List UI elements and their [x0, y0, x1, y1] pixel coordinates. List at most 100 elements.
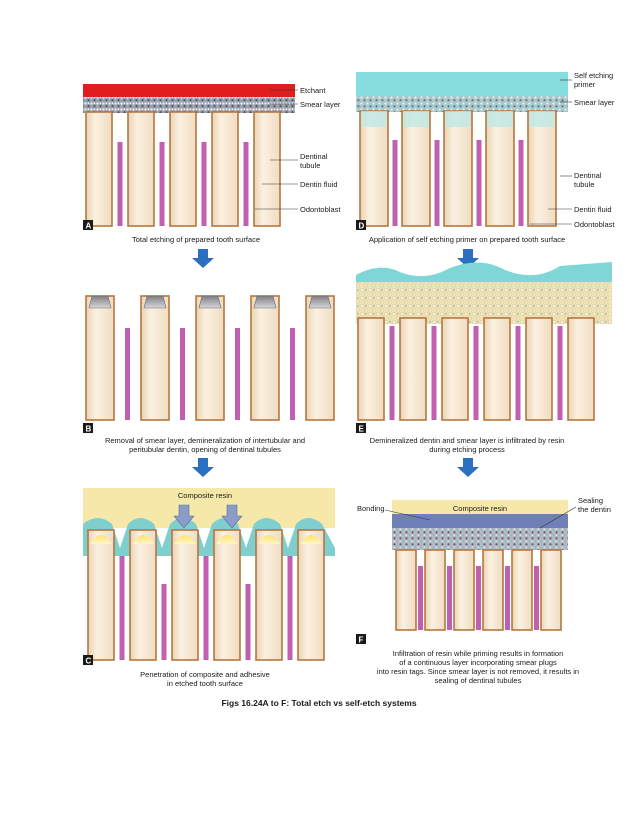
panel-tag-text: E	[359, 425, 365, 434]
dentin-rod	[297, 529, 325, 661]
resin-tag	[258, 535, 280, 544]
panel-tag-text: F	[359, 636, 364, 645]
panel-b: B Removal of smear layer, demineralizati…	[83, 295, 335, 454]
panel-tag	[83, 655, 93, 665]
panel-caption-2: of a continuous layer incorporating smea…	[399, 658, 557, 667]
primer-zone	[445, 111, 471, 127]
dentin-fluid	[287, 556, 293, 660]
dentin-rod	[485, 110, 515, 227]
primer-zone	[403, 111, 429, 127]
dentin-rod	[525, 317, 553, 421]
dentin-fluid	[434, 140, 440, 226]
panel-f: Bonding Composite resin Sealing the dent…	[356, 496, 611, 685]
panel-caption: Removal of smear layer, demineralization…	[105, 436, 305, 445]
panel-tag	[356, 220, 366, 230]
down-arrow-icon	[192, 458, 214, 477]
penetration-arrow-icon	[221, 504, 243, 529]
dentin-fluid	[447, 566, 452, 630]
dentin-fluid	[245, 584, 251, 660]
panel-tag	[356, 423, 366, 433]
dentin-rods	[87, 529, 325, 661]
dentin-fluid	[243, 142, 249, 226]
dentin-rod	[87, 529, 115, 661]
dentin-rod	[169, 111, 197, 227]
figure-caption: Figs 16.24A to F: Total etch vs self-etc…	[221, 698, 416, 708]
panel-caption: Total etching of prepared tooth surface	[132, 235, 260, 244]
dentin-fluid	[476, 566, 481, 630]
composite-resin-layer	[392, 500, 568, 514]
composite-resin-label: Composite resin	[178, 491, 232, 500]
smear-plug	[308, 295, 332, 309]
dentin-fluid-label: Dentin fluid	[300, 180, 338, 189]
sealing-label: Sealing	[578, 496, 603, 505]
dentin-rods	[357, 317, 595, 421]
penetration-arrow-icon	[173, 504, 195, 529]
odontoblast-label: Odontoblast	[300, 205, 341, 214]
dentin-rod	[401, 110, 431, 227]
panel-tag	[83, 423, 93, 433]
dentin-rod	[250, 295, 280, 421]
panel-caption-2: during etching process	[429, 445, 505, 454]
dentin-fluid	[389, 326, 395, 420]
odontoblast-label: Odontoblast	[574, 220, 615, 229]
panel-caption: Infiltration of resin while priming resu…	[393, 649, 564, 658]
smear-layer-label: Smear layer	[300, 100, 341, 109]
dentin-rod	[85, 111, 113, 227]
self-etching-primer-label: Self etching	[574, 71, 613, 80]
tubule-opening	[243, 134, 249, 142]
smear-plug	[198, 295, 222, 309]
smear-layer	[83, 97, 295, 113]
panel-tag	[356, 634, 366, 644]
smear-plug	[253, 295, 277, 309]
panel-caption-2: peritubular dentin, opening of dentinal …	[129, 445, 281, 454]
dentin-fluid	[392, 140, 398, 226]
panel-e: E Demineralized dentin and smear layer i…	[356, 262, 612, 454]
dentinal-tubule-label-2: tubule	[300, 161, 320, 170]
dentin-rod	[213, 529, 241, 661]
smear-plug	[143, 295, 167, 309]
dentin-rod	[129, 529, 157, 661]
dentin-fluid	[518, 140, 524, 226]
panel-caption-4: sealing of dentinal tubules	[435, 676, 522, 685]
panel-caption: Application of self etching primer on pr…	[369, 235, 565, 244]
dentin-fluid-label: Dentin fluid	[574, 205, 612, 214]
dentin-fluid	[161, 584, 167, 660]
dentin-rod	[171, 529, 199, 661]
resin-tag	[300, 535, 322, 544]
dentin-rod	[211, 111, 239, 227]
panel-c: Composite resin C Penetration of composi…	[83, 488, 335, 688]
dentin-rod	[441, 317, 469, 421]
dentin-rods	[359, 110, 557, 227]
tubule-opening	[117, 134, 123, 142]
dentin-fluid	[534, 566, 539, 630]
dentin-rods	[85, 295, 335, 421]
dentin-fluid	[418, 566, 423, 630]
dentin-fluid	[203, 556, 209, 660]
dentin-rod	[305, 295, 335, 421]
down-arrow-icon	[457, 458, 479, 477]
primer-zone	[361, 111, 387, 127]
primer-zone	[487, 111, 513, 127]
dentin-rod	[443, 110, 473, 227]
dentin-fluid	[125, 328, 130, 420]
dentin-fluid	[515, 326, 521, 420]
dentinal-tubule-label: Dentinal	[574, 171, 602, 180]
dentin-rods	[395, 549, 562, 631]
bonding-leader	[384, 509, 431, 521]
dentin-rod	[511, 549, 533, 631]
self-etching-primer-layer	[356, 72, 568, 96]
panel-tag-text: A	[86, 222, 92, 231]
bonding-layer	[392, 514, 568, 528]
smear-plug	[88, 295, 112, 309]
dentin-fluid	[290, 328, 295, 420]
panel-a: A Etchant Smear layer Dentinal tubule De…	[83, 84, 341, 244]
dentin-rods	[85, 111, 281, 227]
dentin-rod	[540, 549, 562, 631]
dentin-fluid	[505, 566, 510, 630]
etchant-label: Etchant	[300, 86, 326, 95]
dentin-fluid	[201, 142, 207, 226]
infiltrated-smear-layer	[356, 282, 612, 324]
smear-layer-label: Smear layer	[574, 98, 615, 107]
panel-caption-2: in etched tooth surface	[167, 679, 243, 688]
